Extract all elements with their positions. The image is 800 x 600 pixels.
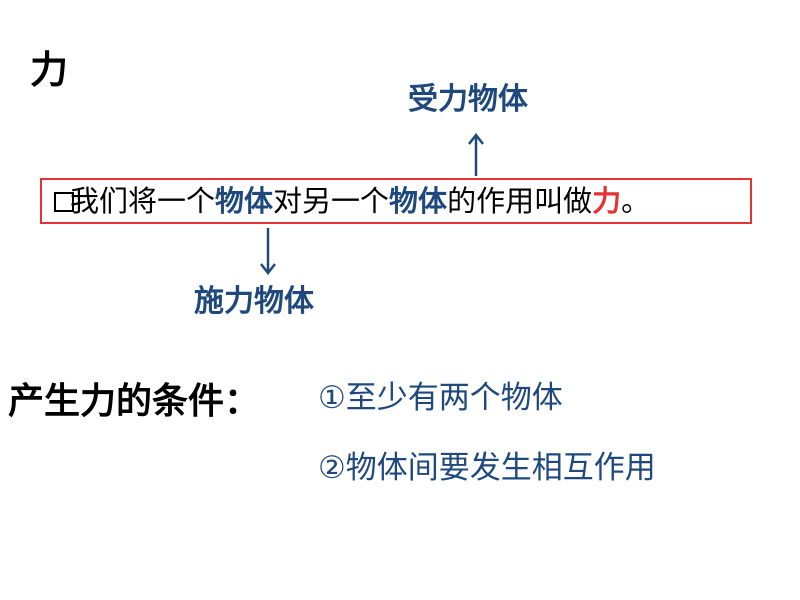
- definition-keyword: 力: [592, 184, 622, 218]
- definition-part1: 我们将一个: [70, 184, 216, 218]
- condition-item-2: ②物体间要发生相互作用: [318, 450, 656, 486]
- definition-ending: 。: [621, 184, 651, 218]
- arrow-up-icon: [468, 132, 484, 176]
- receiver-label: 受力物体: [408, 82, 528, 117]
- slide-title: 力: [30, 48, 69, 92]
- definition-object2: 物体: [389, 184, 448, 218]
- definition-object1: 物体: [215, 184, 274, 218]
- applier-label: 施力物体: [194, 284, 314, 319]
- conditions-label: 产生力的条件：: [8, 381, 261, 422]
- definition-sentence: 我们将一个物体对另一个物体的作用叫做力。: [54, 180, 650, 222]
- definition-box: [40, 178, 752, 224]
- square-bullet-icon: [54, 192, 74, 212]
- definition-part2: 对另一个: [273, 184, 390, 218]
- condition-item-1: ①至少有两个物体: [318, 380, 563, 416]
- arrow-down-icon: [260, 228, 276, 276]
- definition-part3: 的作用叫做: [447, 184, 593, 218]
